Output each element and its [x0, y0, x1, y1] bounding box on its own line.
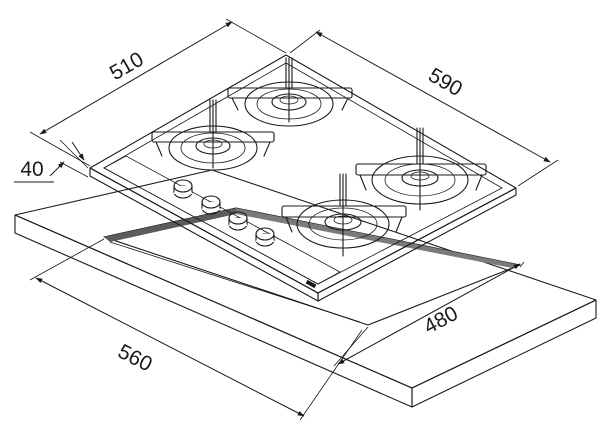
- knob-3: [228, 211, 248, 231]
- burner-back-left: [227, 57, 353, 127]
- cutout-inner-wall-right: [236, 208, 520, 268]
- countertop-top-surface: [14, 169, 597, 389]
- burner-front-right: [281, 173, 407, 257]
- dimension-510: 510: [29, 18, 287, 167]
- dimension-480-label: 480: [420, 302, 462, 339]
- burner-front-left: [151, 99, 275, 171]
- control-knobs: [173, 179, 275, 247]
- dimension-560: 560: [29, 238, 363, 421]
- dimension-40-label: 40: [20, 158, 43, 181]
- knob-4: [255, 227, 275, 247]
- burner-back-right: [355, 127, 487, 211]
- dimension-510-label: 510: [106, 48, 148, 85]
- brand-badge: [305, 279, 317, 289]
- knob-2: [201, 195, 221, 215]
- countertop-right-face: [411, 299, 597, 408]
- dimension-40: 40: [14, 139, 89, 183]
- dimension-560-label: 560: [114, 340, 156, 376]
- dimension-590: 590: [289, 29, 559, 187]
- knob-1: [173, 179, 193, 199]
- control-panel: [103, 155, 341, 285]
- cutout-inner-wall: [104, 208, 236, 242]
